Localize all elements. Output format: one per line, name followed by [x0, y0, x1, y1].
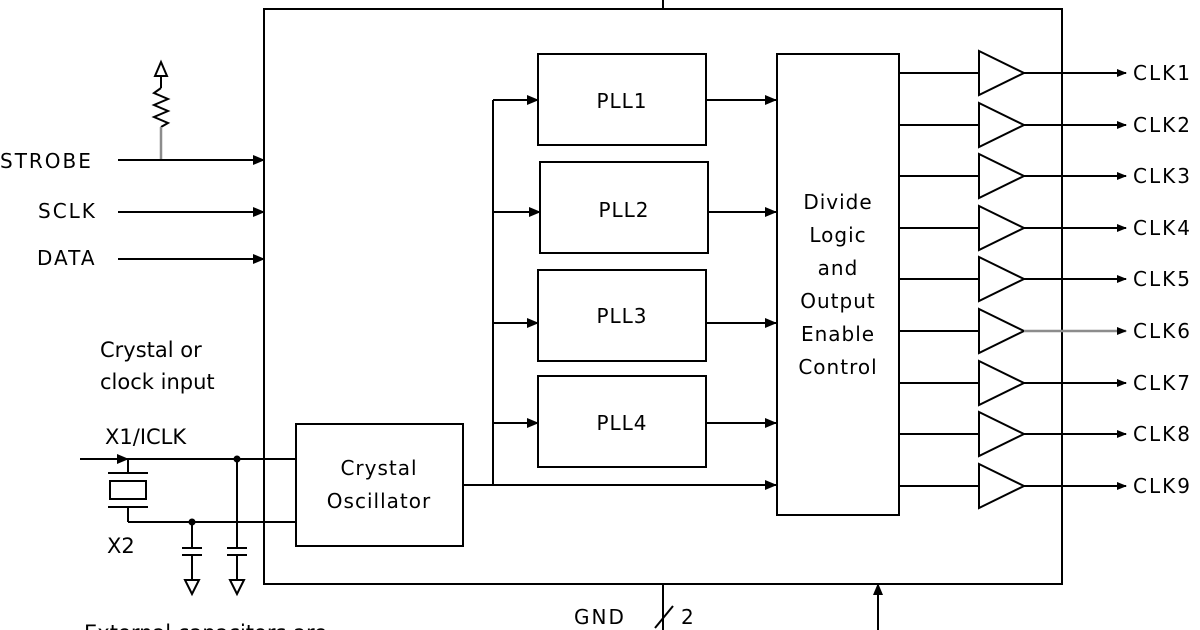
osc-bus	[463, 95, 777, 490]
svg-text:Oscillator: Oscillator	[327, 489, 431, 513]
gnd-pin: GND 2	[574, 584, 696, 630]
crystal-circuit	[80, 454, 300, 597]
svg-text:SCLK: SCLK	[38, 199, 97, 223]
pll1-block: PLL1	[537, 53, 777, 146]
output-clk2: CLK2	[899, 101, 1192, 149]
svg-text:PLL4: PLL4	[596, 411, 647, 435]
output-label: CLK5	[1133, 267, 1192, 291]
output-label: CLK7	[1133, 371, 1192, 395]
buffer-triangle	[978, 359, 1027, 407]
input-strobe: STROBE	[0, 149, 265, 173]
pin-x2-label: X2	[107, 534, 135, 558]
svg-text:DATA: DATA	[37, 246, 97, 270]
output-clk8: CLK8	[899, 410, 1192, 458]
output-clk9: CLK9	[899, 462, 1192, 510]
svg-text:2: 2	[681, 605, 696, 629]
output-label: CLK2	[1133, 113, 1192, 137]
svg-text:and: and	[818, 256, 859, 280]
svg-text:Crystal: Crystal	[340, 456, 417, 480]
svg-text:Output: Output	[800, 289, 875, 313]
pll2-block: PLL2	[539, 161, 777, 254]
svg-text:PLL3: PLL3	[596, 304, 647, 328]
pullup-resistor	[151, 59, 171, 160]
divide-logic-block: Divide Logic and Output Enable Control	[776, 53, 900, 516]
output-label: CLK9	[1133, 474, 1192, 498]
output-clk5: CLK5	[899, 255, 1192, 303]
pll4-block: PLL4	[537, 375, 777, 468]
output-clk4: CLK4	[899, 204, 1192, 252]
buffer-triangle	[978, 204, 1027, 252]
svg-text:Control: Control	[798, 355, 877, 379]
svg-text:Divide: Divide	[803, 190, 872, 214]
svg-text:Enable: Enable	[801, 322, 875, 346]
buffer-triangle	[978, 410, 1027, 458]
input-sclk: SCLK	[38, 199, 265, 223]
svg-text:Logic: Logic	[809, 223, 866, 247]
footnote-text: External capacitors are	[84, 621, 327, 630]
buffer-triangle	[978, 307, 1027, 355]
output-label: CLK4	[1133, 216, 1192, 240]
buffer-triangle	[978, 462, 1027, 510]
output-label: CLK1	[1133, 61, 1192, 85]
output-clk1: CLK1	[899, 49, 1192, 97]
buffer-triangle	[978, 152, 1027, 200]
crystal-note-line1: Crystal or	[100, 338, 202, 362]
buffer-triangle	[978, 49, 1027, 97]
crystal-note-line2: clock input	[100, 370, 215, 394]
pll3-block: PLL3	[537, 269, 777, 362]
svg-text:GND: GND	[574, 605, 626, 629]
output-label: CLK3	[1133, 164, 1192, 188]
buffer-triangle	[978, 101, 1027, 149]
crystal-oscillator-block: Crystal Oscillator	[295, 423, 464, 547]
input-data: DATA	[37, 246, 265, 270]
output-clk3: CLK3	[899, 152, 1192, 200]
pin-x1-label: X1/ICLK	[105, 425, 187, 449]
output-clk7: CLK7	[899, 359, 1192, 407]
output-label: CLK6	[1133, 319, 1192, 343]
output-label: CLK8	[1133, 422, 1192, 446]
output-clk6: CLK6	[899, 307, 1192, 355]
svg-text:PLL2: PLL2	[598, 198, 649, 222]
svg-text:STROBE: STROBE	[0, 149, 93, 173]
svg-text:PLL1: PLL1	[596, 89, 647, 113]
buffer-triangle	[978, 255, 1027, 303]
